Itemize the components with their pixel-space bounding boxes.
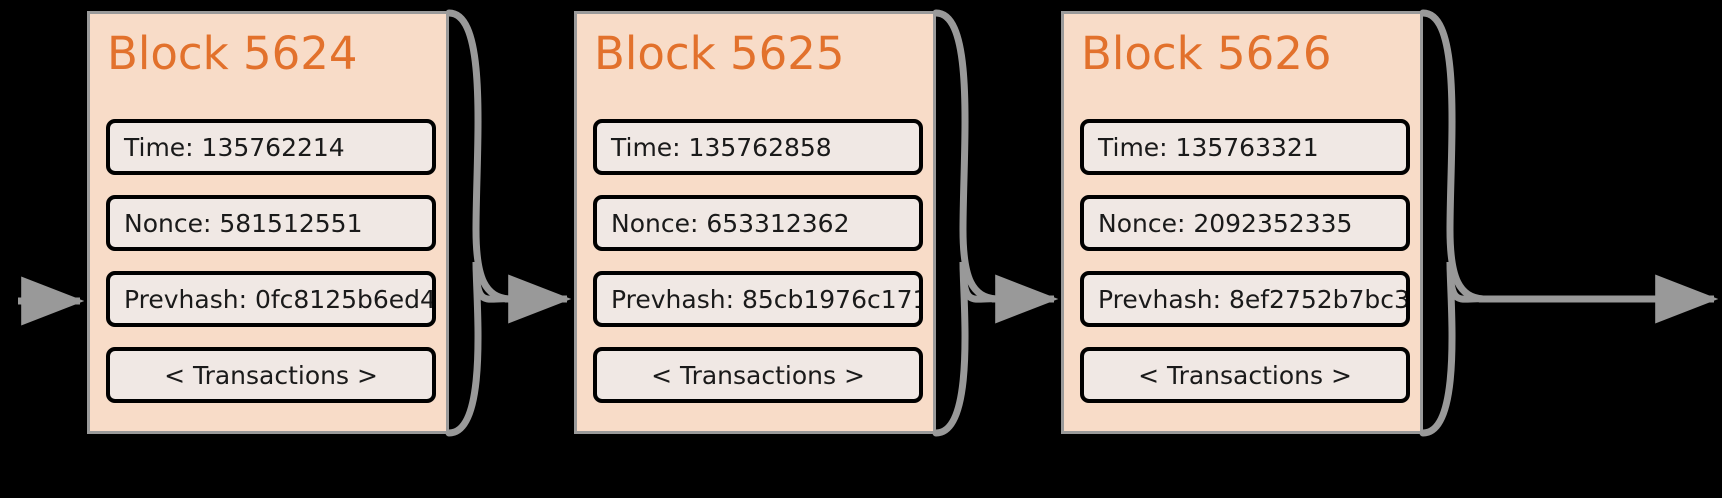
block-title: Block 5625 xyxy=(594,27,845,80)
link-5625-to-5626 xyxy=(932,9,1059,437)
block-field-prevhash: Prevhash: 0fc8125b6ed4 xyxy=(106,271,436,327)
block-field-list: Time: 135762858 Nonce: 653312362 Prevhas… xyxy=(593,119,923,403)
block-field-prevhash: Prevhash: 8ef2752b7bc3 xyxy=(1080,271,1410,327)
block-field-transactions[interactable]: < Transactions > xyxy=(1080,347,1410,403)
block-title: Block 5624 xyxy=(107,27,358,80)
outgoing-arrow xyxy=(1419,9,1719,437)
link-5624-to-5625 xyxy=(445,9,572,437)
block-field-nonce: Nonce: 2092352335 xyxy=(1080,195,1410,251)
block-field-prevhash: Prevhash: 85cb1976c171 xyxy=(593,271,923,327)
block-field-list: Time: 135763321 Nonce: 2092352335 Prevha… xyxy=(1080,119,1410,403)
block-field-nonce: Nonce: 653312362 xyxy=(593,195,923,251)
block-field-nonce: Nonce: 581512551 xyxy=(106,195,436,251)
block-field-transactions[interactable]: < Transactions > xyxy=(106,347,436,403)
block-field-list: Time: 135762214 Nonce: 581512551 Prevhas… xyxy=(106,119,436,403)
block-card-5626[interactable]: Block 5626 Time: 135763321 Nonce: 209235… xyxy=(1061,11,1423,434)
block-field-time: Time: 135763321 xyxy=(1080,119,1410,175)
block-field-time: Time: 135762858 xyxy=(593,119,923,175)
block-card-5624[interactable]: Block 5624 Time: 135762214 Nonce: 581512… xyxy=(87,11,449,434)
block-title: Block 5626 xyxy=(1081,27,1332,80)
block-field-transactions[interactable]: < Transactions > xyxy=(593,347,923,403)
block-field-time: Time: 135762214 xyxy=(106,119,436,175)
block-card-5625[interactable]: Block 5625 Time: 135762858 Nonce: 653312… xyxy=(574,11,936,434)
